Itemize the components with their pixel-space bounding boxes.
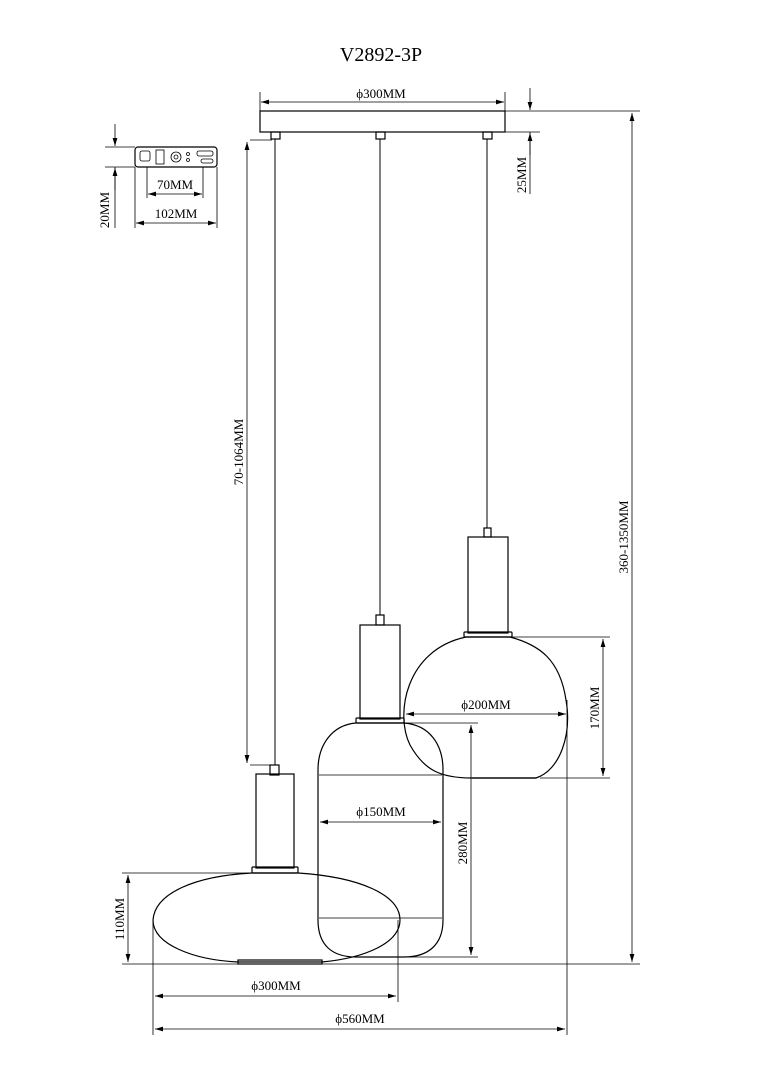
- capsule-height-label: 280MM: [455, 821, 470, 864]
- pendant-globe: [403, 527, 569, 779]
- cord-length-label: 70-1064MM: [231, 418, 246, 485]
- overall-diameter-label: ϕ560MM: [335, 1011, 385, 1026]
- total-height-label: 360-1350MM: [616, 500, 631, 573]
- oval-diameter-label: ϕ300MM: [251, 978, 301, 993]
- bracket-inner-label: 70MM: [157, 177, 194, 192]
- pendant-oval: [152, 764, 401, 965]
- canopy: [259, 110, 506, 140]
- canopy-height-label: 25MM: [514, 157, 529, 194]
- globe-diameter-label: ϕ200MM: [461, 697, 511, 712]
- oval-height-label: 110MM: [112, 897, 127, 940]
- mounting-bracket: [134, 146, 218, 168]
- pendant-capsule: [317, 614, 444, 958]
- globe-height-label: 170MM: [587, 686, 602, 729]
- product-title: V2892-3P: [340, 44, 422, 66]
- bracket-outer-label: 102MM: [155, 206, 198, 221]
- capsule-diameter-label: ϕ150MM: [356, 804, 406, 819]
- bracket-height-label: 20MM: [97, 192, 112, 229]
- canopy-diameter-label: ϕ300MM: [356, 86, 406, 101]
